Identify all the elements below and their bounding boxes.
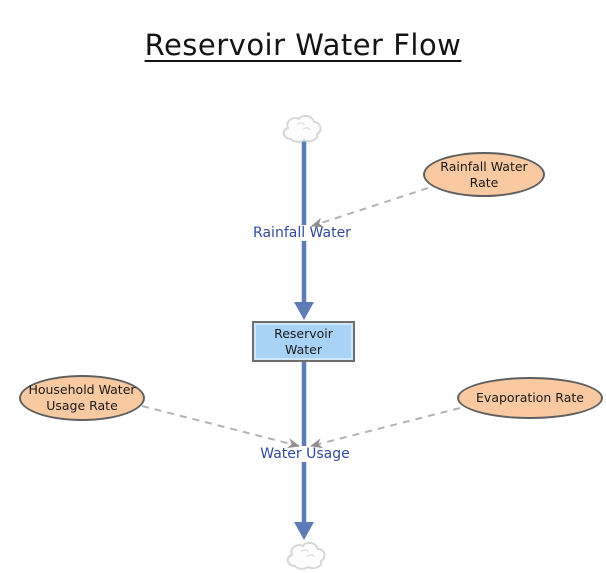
flow-water-usage[interactable] (294, 360, 314, 540)
variable-rainfall-water-rate[interactable]: Rainfall Water Rate (423, 152, 545, 197)
stock-reservoir-water[interactable]: Reservoir Water (252, 321, 355, 362)
flow-label-rainfall-water[interactable]: Rainfall Water (251, 225, 353, 241)
cloud-source-icon (282, 114, 322, 143)
cloud-sink-detail (300, 549, 315, 558)
flow-label-water-usage[interactable]: Water Usage (258, 446, 352, 462)
cloud-sink-shape (286, 541, 326, 570)
variable-label: Household Water Usage Rate (28, 382, 136, 413)
variable-label: Rainfall Water Rate (440, 158, 528, 190)
rainfall-flow-arrowhead-icon (294, 302, 314, 320)
cloud-sink-icon (286, 541, 326, 570)
cloud-source-shape (282, 114, 322, 143)
variable-label: Evaporation Rate (476, 390, 584, 406)
page-title: Reservoir Water Flow (144, 28, 462, 62)
usage-flow-arrowhead-icon (294, 522, 314, 540)
flow-rainfall-water[interactable] (294, 128, 314, 320)
cloud-source-detail (296, 122, 311, 131)
variable-evaporation-rate[interactable]: Evaporation Rate (457, 377, 603, 419)
variable-household-water-usage-rate[interactable]: Household Water Usage Rate (19, 375, 145, 421)
stock-label: Reservoir Water (274, 325, 333, 357)
